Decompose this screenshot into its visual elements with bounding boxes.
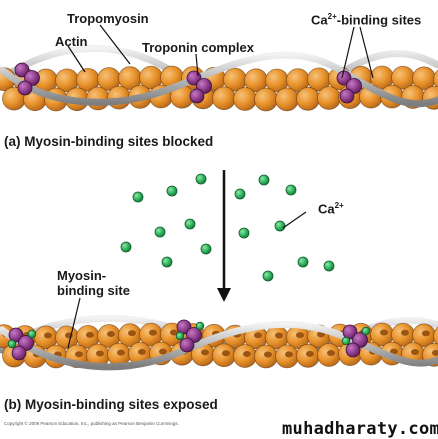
myosin-binding-site bbox=[86, 332, 94, 338]
thin-filament-a bbox=[0, 48, 438, 111]
ca-ion-label: Ca2+ bbox=[318, 201, 344, 216]
bound-calcium-ion bbox=[176, 332, 184, 340]
actin-monomer bbox=[234, 88, 257, 111]
actin-monomer bbox=[255, 88, 278, 111]
ca-ion-base: Ca bbox=[318, 201, 335, 216]
myosin-binding-site bbox=[285, 351, 293, 357]
caption-panel-a: (a) Myosin-binding sites blocked bbox=[4, 134, 213, 149]
calcium-ion bbox=[239, 228, 249, 238]
calcium-ion bbox=[275, 221, 285, 231]
myosin-binding-site bbox=[380, 330, 388, 336]
bound-calcium-ion bbox=[8, 340, 16, 348]
troponin-subunit bbox=[18, 81, 32, 95]
troponin-subunit bbox=[12, 346, 26, 360]
myosin-binding-site bbox=[296, 332, 304, 338]
thin-filament-b bbox=[0, 318, 438, 368]
myosin-binding-site bbox=[264, 351, 272, 357]
calcium-ion bbox=[167, 186, 177, 196]
tropomyosin-label: Tropomyosin bbox=[67, 11, 149, 26]
myosin-binding-site bbox=[401, 330, 409, 336]
ca-binding-sites-base: Ca bbox=[311, 12, 328, 27]
ca-binding-sites-label: Ca2+-binding sites bbox=[311, 12, 421, 27]
myosin-binding-site bbox=[96, 350, 104, 356]
actin-label: Actin bbox=[55, 34, 88, 49]
myosin-binding-site bbox=[327, 350, 335, 356]
bound-calcium-ion bbox=[362, 327, 370, 335]
actin-monomer bbox=[213, 87, 236, 110]
bound-calcium-ion bbox=[196, 322, 204, 330]
myosin-binding-site bbox=[254, 332, 262, 338]
myosin-binding-site bbox=[117, 350, 125, 356]
calcium-ion bbox=[298, 257, 308, 267]
troponin-subunit bbox=[346, 343, 360, 357]
myosin-binding-site bbox=[201, 349, 209, 355]
calcium-ion bbox=[263, 271, 273, 281]
bound-calcium-ion bbox=[342, 337, 350, 345]
ca-binding-sites-charge: 2+ bbox=[328, 12, 337, 21]
myosin-binding-site bbox=[243, 351, 251, 357]
myosin-binding-site bbox=[411, 349, 419, 355]
calcium-ion bbox=[155, 227, 165, 237]
muscle-regulation-diagram bbox=[0, 0, 438, 425]
calcium-ion bbox=[324, 261, 334, 271]
myosin-binding-site bbox=[159, 349, 167, 355]
myosin-binding-site-label-line1: Myosin- bbox=[57, 268, 106, 283]
calcium-ion bbox=[185, 219, 195, 229]
calcium-ion bbox=[196, 174, 206, 184]
myosin-binding-site bbox=[75, 351, 83, 357]
actin-monomer bbox=[87, 87, 110, 110]
calcium-ion bbox=[133, 192, 143, 202]
troponin-subunit bbox=[180, 338, 194, 352]
calcium-ion bbox=[286, 185, 296, 195]
myosin-binding-site bbox=[275, 332, 283, 338]
watermark-text: muhadharaty.com bbox=[282, 419, 438, 439]
actin-monomer bbox=[297, 87, 320, 110]
myosin-binding-site bbox=[222, 350, 230, 356]
bound-calcium-ion bbox=[28, 330, 36, 338]
actin-monomer bbox=[276, 88, 299, 111]
myosin-binding-site bbox=[44, 332, 52, 338]
calcium-ion bbox=[259, 175, 269, 185]
calcium-ions bbox=[121, 174, 334, 281]
myosin-binding-site bbox=[306, 351, 314, 357]
down-arrow-icon bbox=[217, 170, 231, 302]
ca-binding-sites-rest: -binding sites bbox=[337, 12, 422, 27]
troponin-subunit bbox=[340, 89, 354, 103]
actin-monomer bbox=[318, 86, 341, 109]
caption-panel-b: (b) Myosin-binding sites exposed bbox=[4, 397, 218, 412]
troponin-complex-label: Troponin complex bbox=[142, 40, 254, 55]
myosin-binding-site bbox=[149, 330, 157, 336]
ca-ion-charge: 2+ bbox=[335, 201, 344, 210]
calcium-ion bbox=[162, 257, 172, 267]
calcium-ion bbox=[201, 244, 211, 254]
calcium-ion bbox=[121, 242, 131, 252]
troponin-subunit bbox=[190, 89, 204, 103]
myosin-binding-site bbox=[422, 330, 430, 336]
myosin-binding-site bbox=[107, 331, 115, 337]
myosin-binding-site-label-line2: binding site bbox=[57, 283, 130, 298]
calcium-ion bbox=[235, 189, 245, 199]
myosin-binding-site bbox=[138, 349, 146, 355]
myosin-binding-site bbox=[128, 330, 136, 336]
